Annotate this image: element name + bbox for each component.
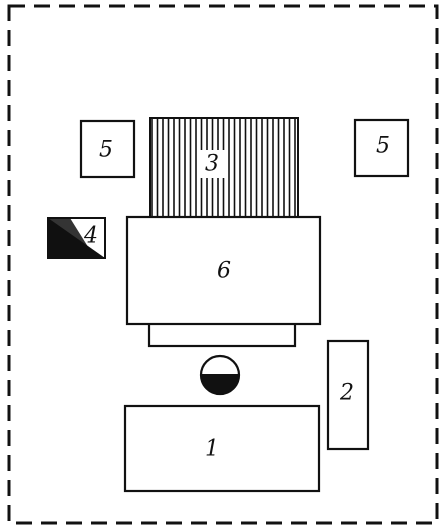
central-block: 6 (125, 215, 322, 348)
side-block: 2 (326, 339, 370, 451)
top-left-square: 5 (79, 119, 136, 179)
small-square: 4 (47, 217, 106, 259)
hatch-label-backdrop (198, 150, 228, 178)
main-block-label: 1 (205, 437, 219, 462)
room-boundary (7, 4, 439, 525)
small-square-shade (48, 218, 90, 250)
top-left-square-label: 5 (99, 138, 113, 163)
central-block-label: 6 (217, 259, 231, 284)
hatched-block: 3 (149, 117, 299, 222)
top-right-square: 5 (353, 118, 410, 178)
hatched-block-label: 3 (205, 152, 219, 177)
round-seat (199, 354, 241, 396)
small-square-label: 4 (83, 224, 98, 249)
hatch-lines (151, 119, 296, 220)
side-block-label: 2 (339, 381, 354, 406)
top-right-square-label: 5 (376, 134, 390, 159)
main-block: 1 (123, 404, 321, 493)
